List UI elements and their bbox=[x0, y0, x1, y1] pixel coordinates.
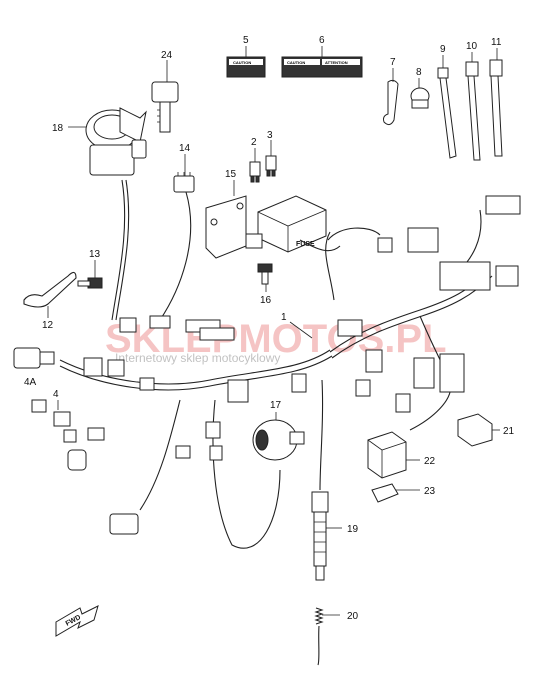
svg-text:CAUTION: CAUTION bbox=[287, 60, 305, 65]
part-24-key bbox=[151, 81, 179, 133]
part-19-sensor-lead bbox=[311, 491, 329, 581]
svg-text:ATTENTION: ATTENTION bbox=[325, 60, 348, 65]
part-15-fuse-bracket bbox=[205, 195, 247, 259]
callout-15: 15 bbox=[225, 169, 237, 180]
part-20-spring bbox=[314, 607, 324, 666]
part-21-relay bbox=[457, 413, 493, 447]
callout-4: 4 bbox=[53, 389, 59, 400]
part-7-clamp bbox=[383, 79, 399, 126]
callout-3: 3 bbox=[267, 130, 273, 141]
callout-9: 9 bbox=[440, 44, 446, 55]
callout-13: 13 bbox=[89, 249, 101, 260]
part-13-bolt bbox=[77, 277, 103, 289]
part-10-cable-tie bbox=[465, 61, 481, 161]
part-22-relay bbox=[367, 431, 407, 479]
part-4-connector bbox=[53, 411, 77, 443]
part-12-wire-clamp bbox=[23, 271, 77, 308]
callout-23: 23 bbox=[424, 486, 436, 497]
part-5-caution-label: CAUTION bbox=[226, 56, 266, 78]
callout-20: 20 bbox=[347, 611, 359, 622]
part-17-sensor bbox=[252, 419, 305, 461]
fuse-box: FUSE bbox=[245, 195, 327, 253]
callout-7: 7 bbox=[390, 57, 396, 68]
part-11-cable-tie bbox=[489, 59, 503, 157]
callout-16: 16 bbox=[260, 295, 272, 306]
part-3-fuse bbox=[265, 155, 277, 177]
part-8-clamp bbox=[410, 87, 430, 109]
part-23-bracket bbox=[371, 483, 399, 503]
callout-19: 19 bbox=[347, 524, 359, 535]
part-1-main-harness bbox=[13, 179, 521, 549]
callout-4a: 4A bbox=[24, 377, 37, 388]
callout-24: 24 bbox=[161, 50, 173, 61]
callout-2: 2 bbox=[251, 137, 257, 148]
svg-text:CAUTION: CAUTION bbox=[233, 60, 251, 65]
callout-21: 21 bbox=[503, 426, 515, 437]
watermark-tagline: Internetowy sklep motocyklowy bbox=[115, 351, 280, 365]
callout-6: 6 bbox=[319, 35, 325, 46]
callout-14: 14 bbox=[179, 143, 191, 154]
callout-22: 22 bbox=[424, 456, 436, 467]
callout-1: 1 bbox=[281, 312, 287, 323]
part-6-caution-attention-label: CAUTION ATTENTION bbox=[281, 56, 363, 78]
callout-8: 8 bbox=[416, 67, 422, 78]
part-14-connector bbox=[173, 172, 195, 193]
callout-12: 12 bbox=[42, 320, 54, 331]
fwd-arrow-icon: FWD bbox=[55, 605, 99, 637]
callout-11: 11 bbox=[491, 37, 502, 48]
callout-10: 10 bbox=[466, 41, 478, 52]
callout-5: 5 bbox=[243, 35, 249, 46]
svg-text:FUSE: FUSE bbox=[296, 241, 315, 248]
part-9-cable-tie bbox=[437, 67, 457, 159]
part-2-fuse bbox=[249, 161, 261, 183]
callout-18: 18 bbox=[52, 123, 64, 134]
leader-1 bbox=[289, 321, 313, 339]
part-4a-connector bbox=[31, 399, 47, 413]
part-18-ignition-switch bbox=[85, 107, 147, 176]
part-16-bolt bbox=[257, 263, 273, 285]
callout-17: 17 bbox=[270, 400, 282, 411]
